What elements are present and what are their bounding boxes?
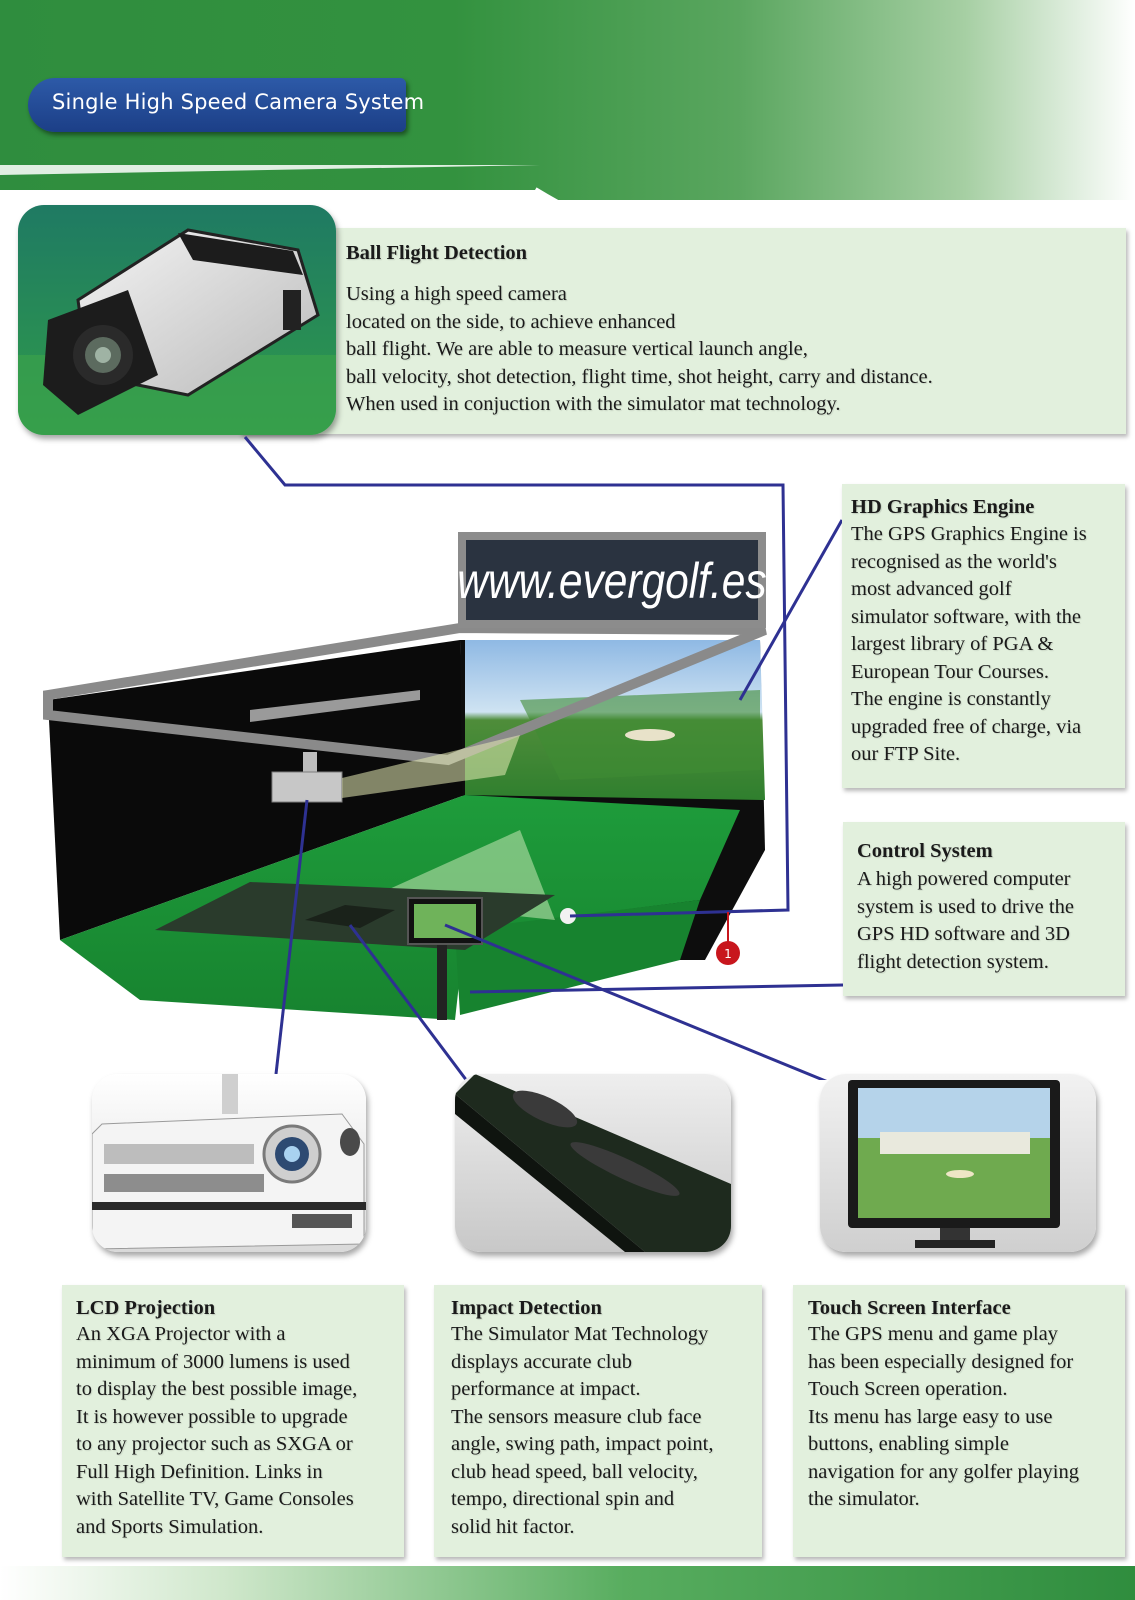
text-line: recognised as the world's xyxy=(851,550,1057,573)
text-line: When used in conjuction with the simulat… xyxy=(346,393,841,415)
text-line: It is however possible to upgrade xyxy=(76,1405,348,1428)
hd-graphics-box xyxy=(842,484,1125,788)
lcd-projection-box xyxy=(62,1285,404,1557)
text-line: performance at impact. xyxy=(451,1378,641,1400)
simulator-mat-photo xyxy=(455,1074,731,1252)
text-line: buttons, enabling simple xyxy=(808,1433,1009,1455)
text-line: European Tour Courses. xyxy=(851,660,1050,683)
impact-detection-title: Impact Detection xyxy=(451,1297,602,1319)
text-line: navigation for any golfer playing xyxy=(808,1460,1079,1483)
text-line: The GPS Graphics Engine is xyxy=(851,523,1087,545)
text-line: Using a high speed camera xyxy=(346,283,567,305)
simulator-illustration: www.evergolf.es 1 xyxy=(43,436,844,1080)
control-system-text: A high powered computer system is used t… xyxy=(857,866,1074,976)
text-line: located on the side, to achieve enhanced xyxy=(346,310,676,333)
text-line: tempo, directional spin and xyxy=(451,1488,675,1510)
lcd-projection-title: LCD Projection xyxy=(76,1297,216,1319)
text-line: ball flight. We are able to measure vert… xyxy=(346,338,808,360)
ball-flight-title: Ball Flight Detection xyxy=(346,242,528,264)
text-line: largest library of PGA & xyxy=(851,633,1054,655)
camera-photo xyxy=(18,205,336,435)
impact-detection-box xyxy=(434,1285,762,1557)
text-line: The sensors measure club face xyxy=(451,1405,702,1428)
text-line: and Sports Simulation. xyxy=(76,1515,264,1538)
text-line: simulator software, with the xyxy=(851,605,1082,628)
touch-screen-box xyxy=(793,1285,1125,1557)
impact-detection-text: The Simulator Mat Technology displays ac… xyxy=(451,1321,713,1541)
text-line: The engine is constantly xyxy=(851,688,1051,710)
touch-screen-text: The GPS menu and game play has been espe… xyxy=(808,1321,1079,1514)
text-line: most advanced golf xyxy=(851,578,1012,600)
ball-flight-text: Using a high speed camera located on the… xyxy=(346,281,933,419)
page-title: Single High Speed Camera System xyxy=(52,90,425,114)
lcd-projection-text: An XGA Projector with a minimum of 3000 … xyxy=(76,1321,357,1541)
text-line: flight detection system. xyxy=(857,950,1049,973)
text-line: The Simulator Mat Technology xyxy=(451,1323,709,1345)
text-line: displays accurate club xyxy=(451,1350,633,1373)
projector-photo xyxy=(92,1074,366,1252)
text-line: Full High Definition. Links in xyxy=(76,1460,323,1483)
text-line: The GPS menu and game play xyxy=(808,1323,1058,1345)
control-system-title: Control System xyxy=(857,840,993,862)
title-badge xyxy=(28,78,406,132)
text-line: our FTP Site. xyxy=(851,743,961,765)
hd-graphics-title: HD Graphics Engine xyxy=(851,496,1035,518)
text-line: to any projector such as SXGA or xyxy=(76,1433,353,1455)
text-line: Its menu has large easy to use xyxy=(808,1405,1053,1428)
text-line: ball velocity, shot detection, flight ti… xyxy=(346,365,933,388)
text-line: GPS HD software and 3D xyxy=(857,923,1070,945)
text-line: has been especially designed for xyxy=(808,1350,1074,1373)
text-line: minimum of 3000 lumens is used xyxy=(76,1350,350,1373)
footer-band xyxy=(0,1566,1135,1600)
text-line: upgraded free of charge, via xyxy=(851,715,1082,738)
touch-screen-title: Touch Screen Interface xyxy=(808,1297,1011,1319)
banner-url: www.evergolf.es xyxy=(457,553,766,609)
text-line: with Satellite TV, Game Consoles xyxy=(76,1488,354,1510)
text-line: club head speed, ball velocity, xyxy=(451,1460,698,1483)
text-line: solid hit factor. xyxy=(451,1515,575,1538)
text-line: to display the best possible image, xyxy=(76,1378,358,1400)
hd-graphics-text: The GPS Graphics Engine is recognised as… xyxy=(851,521,1087,769)
text-line: Touch Screen operation. xyxy=(808,1378,1008,1400)
text-line: A high powered computer xyxy=(857,868,1071,890)
touch-screen-photo xyxy=(820,1074,1096,1252)
text-line: the simulator. xyxy=(808,1488,920,1510)
marker-label: 1 xyxy=(724,947,732,961)
text-line: An XGA Projector with a xyxy=(76,1323,286,1345)
text-line: system is used to drive the xyxy=(857,895,1074,918)
control-system-box xyxy=(843,822,1125,996)
ball-flight-box xyxy=(240,228,1126,434)
text-line: angle, swing path, impact point, xyxy=(451,1433,714,1455)
